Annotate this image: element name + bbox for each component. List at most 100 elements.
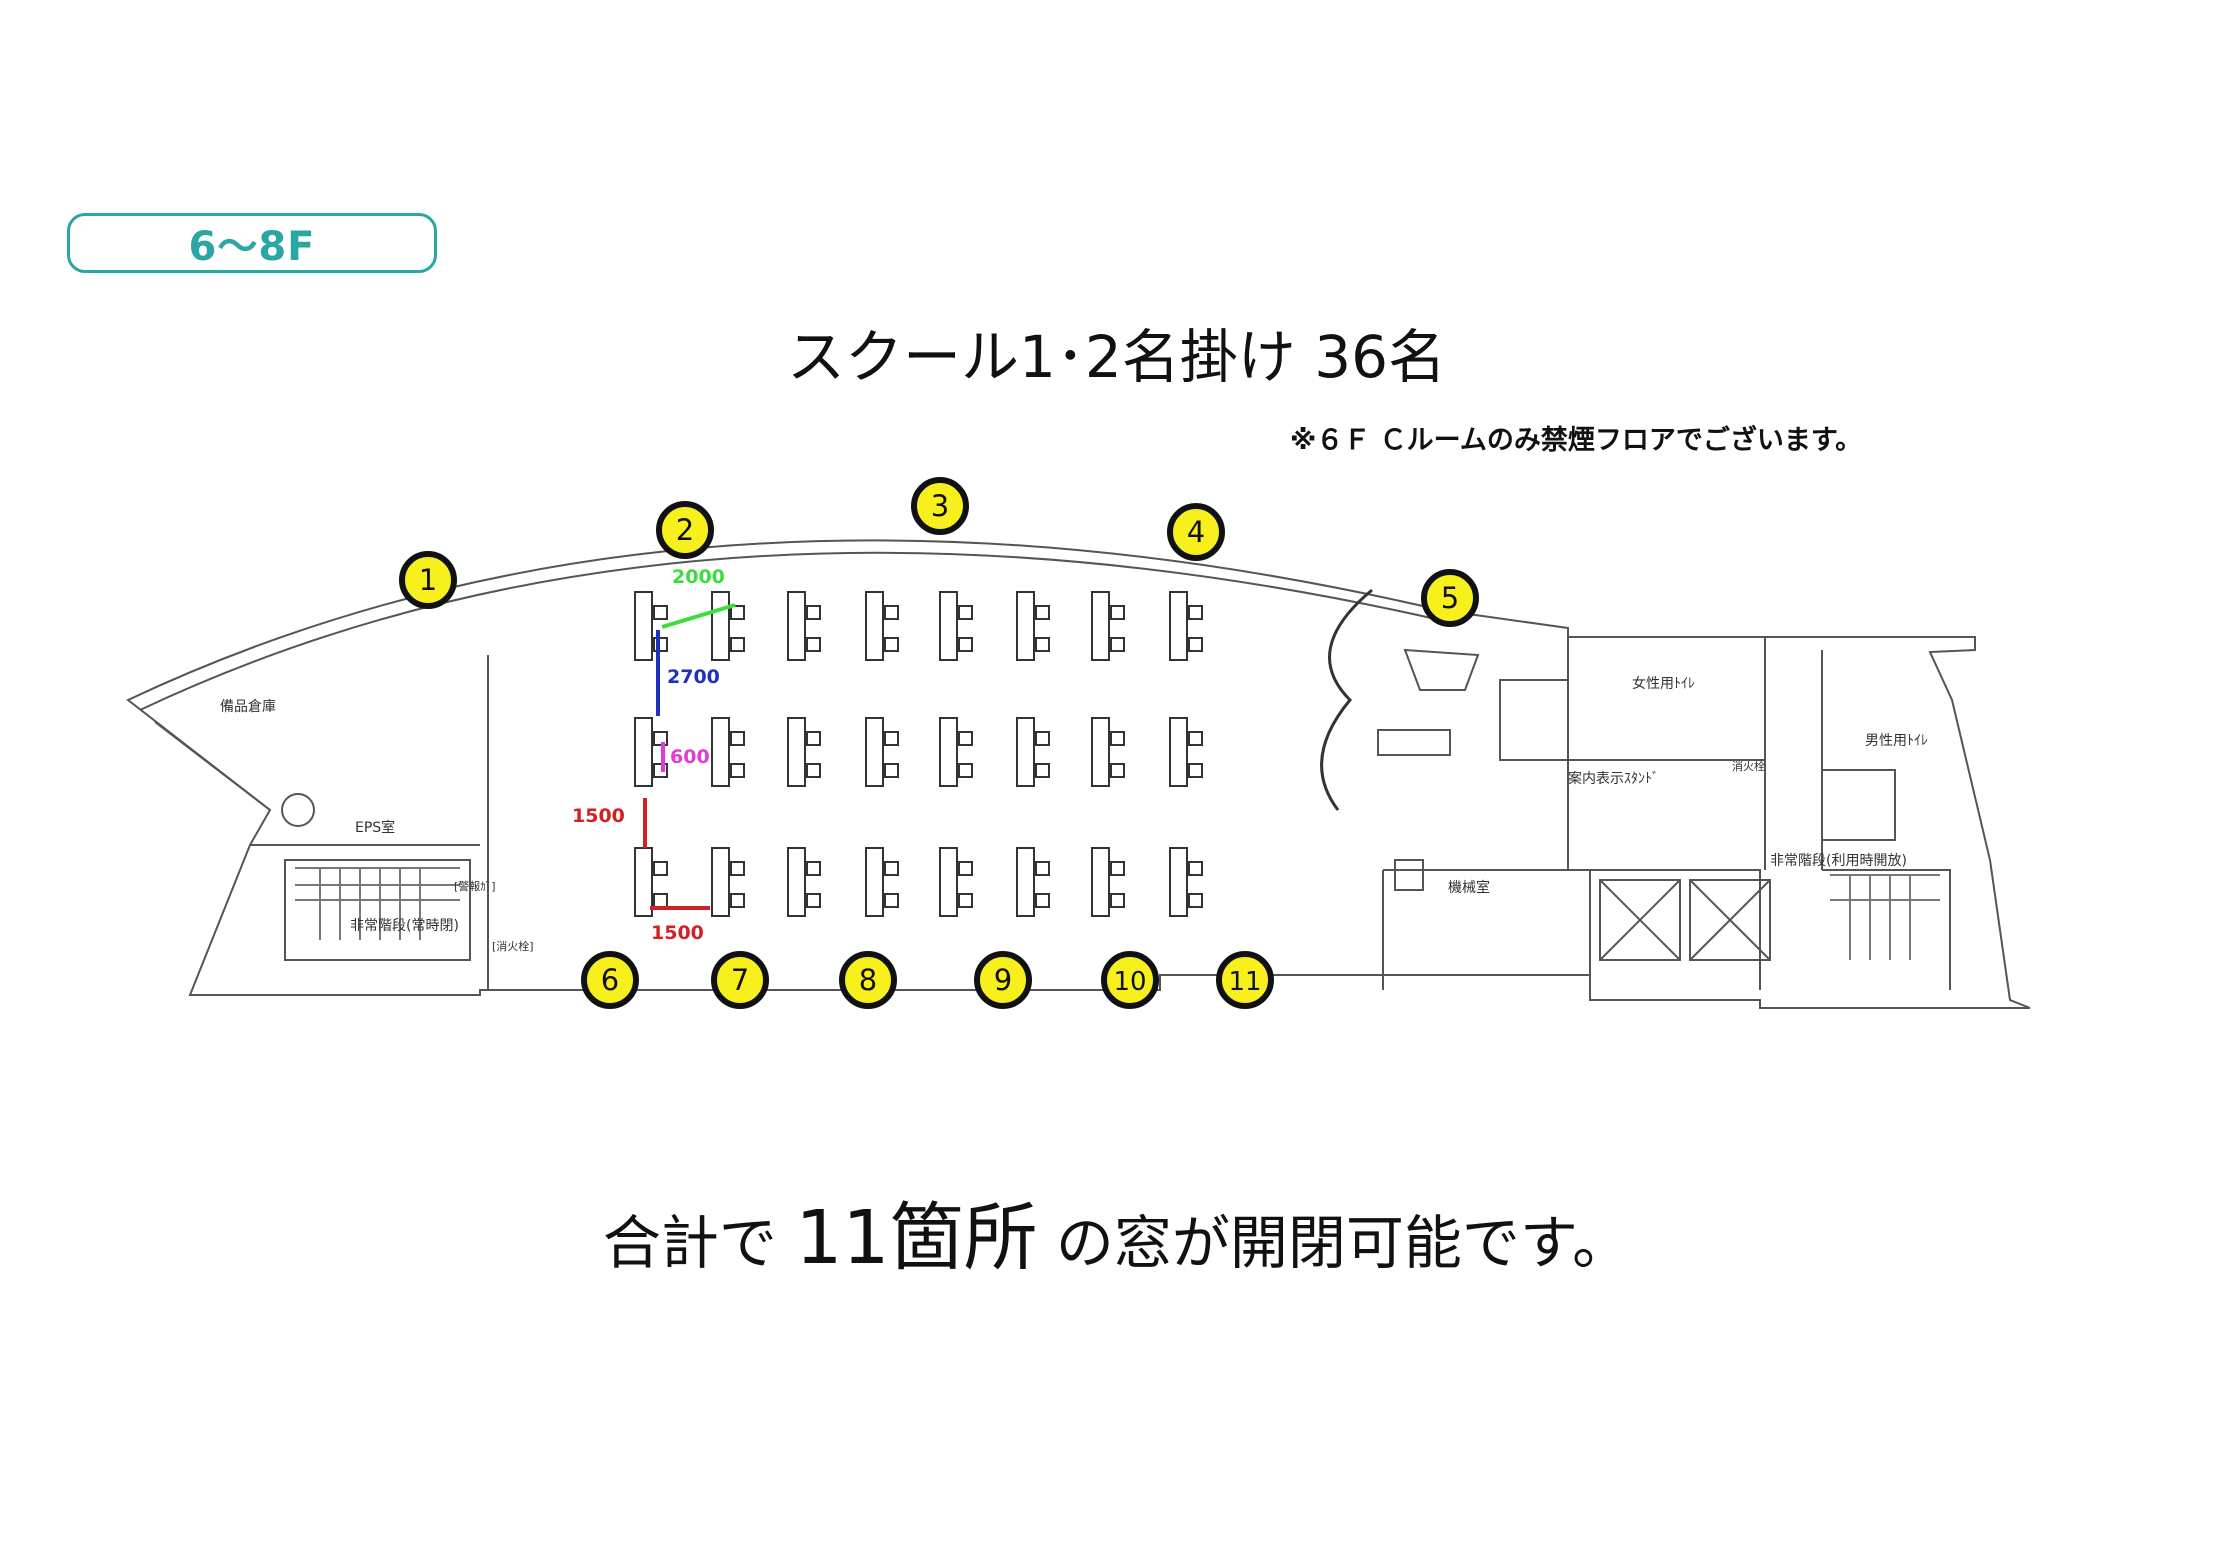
desk [711, 717, 730, 787]
dimension-arrows [643, 603, 736, 910]
window-marker-label: 9 [994, 963, 1012, 997]
window-marker-7: 7 [711, 951, 769, 1009]
window-marker-label: 3 [931, 489, 949, 523]
summary-count: 11箇所 [795, 1195, 1038, 1281]
chair [1035, 637, 1050, 652]
chair [1035, 731, 1050, 746]
chair [884, 605, 899, 620]
chair [806, 893, 821, 908]
desk [1016, 847, 1035, 917]
window-marker-label: 10 [1113, 967, 1146, 997]
summary-prefix: 合計で [602, 1209, 796, 1277]
room-label-womens-restroom: 女性用ﾄｲﾚ [1632, 675, 1695, 692]
window-marker-5: 5 [1421, 569, 1479, 627]
chair [884, 637, 899, 652]
window-marker-label: 5 [1441, 581, 1459, 615]
dimension-1500-vertical: 1500 [572, 805, 625, 827]
window-marker-9: 9 [974, 951, 1032, 1009]
room-label-extinguisher: [消火栓] [492, 939, 534, 953]
chair [1110, 637, 1125, 652]
chair [958, 893, 973, 908]
chair [1188, 731, 1203, 746]
chair [730, 731, 745, 746]
reception-curve [1320, 588, 1373, 811]
chair [1188, 605, 1203, 620]
desk [1016, 591, 1035, 661]
chair [958, 861, 973, 876]
chair [884, 861, 899, 876]
chair [653, 893, 668, 908]
window-marker-label: 1 [419, 563, 437, 597]
stairs-right [1830, 874, 1940, 960]
desk [787, 591, 806, 661]
room-label-eps: EPS室 [355, 819, 395, 836]
window-marker-3: 3 [911, 477, 969, 535]
chair [653, 861, 668, 876]
chair [1188, 637, 1203, 652]
window-marker-10: 10 [1101, 951, 1159, 1009]
desk [939, 591, 958, 661]
stairs-left [295, 867, 460, 940]
chair [806, 861, 821, 876]
chair [1110, 861, 1125, 876]
desk [939, 847, 958, 917]
desk [1091, 717, 1110, 787]
room-label-mens-restroom: 男性用ﾄｲﾚ [1865, 733, 1928, 749]
smoking-note: ※６Ｆ Ｃルームのみ禁煙フロアでございます。 [1290, 425, 1863, 456]
desk [634, 847, 653, 917]
desk [1169, 717, 1188, 787]
room-label-information-stand: 案内表示ｽﾀﾝﾄﾞ [1568, 770, 1659, 787]
desk [634, 591, 653, 661]
room-label-stairs-left: 非常階段(常時閉) [350, 918, 459, 934]
window-marker-2: 2 [656, 501, 714, 559]
dimension-2000-line [661, 603, 736, 629]
chair [806, 731, 821, 746]
window-marker-label: 2 [676, 513, 694, 547]
summary-suffix: の窓が開閉可能です。 [1037, 1209, 1631, 1277]
room-label-storage: 備品倉庫 [220, 698, 276, 715]
chair [730, 861, 745, 876]
desk [634, 717, 653, 787]
chair [1035, 605, 1050, 620]
desk [1091, 591, 1110, 661]
chair [1110, 605, 1125, 620]
dimension-2000: 2000 [672, 566, 725, 588]
desk [711, 847, 730, 917]
desk [865, 591, 884, 661]
desk [1169, 847, 1188, 917]
floor-badge-label: 6～8F [188, 224, 316, 270]
layout-title: スクール1･2名掛け 36名 [786, 323, 1447, 391]
desk [711, 591, 730, 661]
dimension-600: 600 [670, 746, 710, 768]
chair [653, 763, 668, 778]
dimension-1500-horizontal: 1500 [651, 922, 704, 944]
chair [1035, 893, 1050, 908]
desk [939, 717, 958, 787]
window-marker-label: 6 [601, 963, 619, 997]
desk [1091, 847, 1110, 917]
desk [865, 847, 884, 917]
room-label-alarm: [警報ｶﾞ] [454, 879, 496, 893]
window-marker-8: 8 [839, 951, 897, 1009]
window-marker-6: 6 [581, 951, 639, 1009]
desk-layout [634, 591, 1203, 917]
chair [730, 893, 745, 908]
chair [958, 731, 973, 746]
chair [1035, 763, 1050, 778]
desk [1169, 591, 1188, 661]
chair [730, 763, 745, 778]
chair [806, 763, 821, 778]
chair [958, 763, 973, 778]
window-marker-label: 7 [731, 963, 749, 997]
chair [1110, 763, 1125, 778]
window-marker-1: 1 [399, 551, 457, 609]
chair [884, 731, 899, 746]
chair [1035, 861, 1050, 876]
window-marker-4: 4 [1167, 503, 1225, 561]
desk [1016, 717, 1035, 787]
chair [1110, 731, 1125, 746]
chair [1188, 763, 1203, 778]
dimension-2700: 2700 [667, 666, 720, 688]
